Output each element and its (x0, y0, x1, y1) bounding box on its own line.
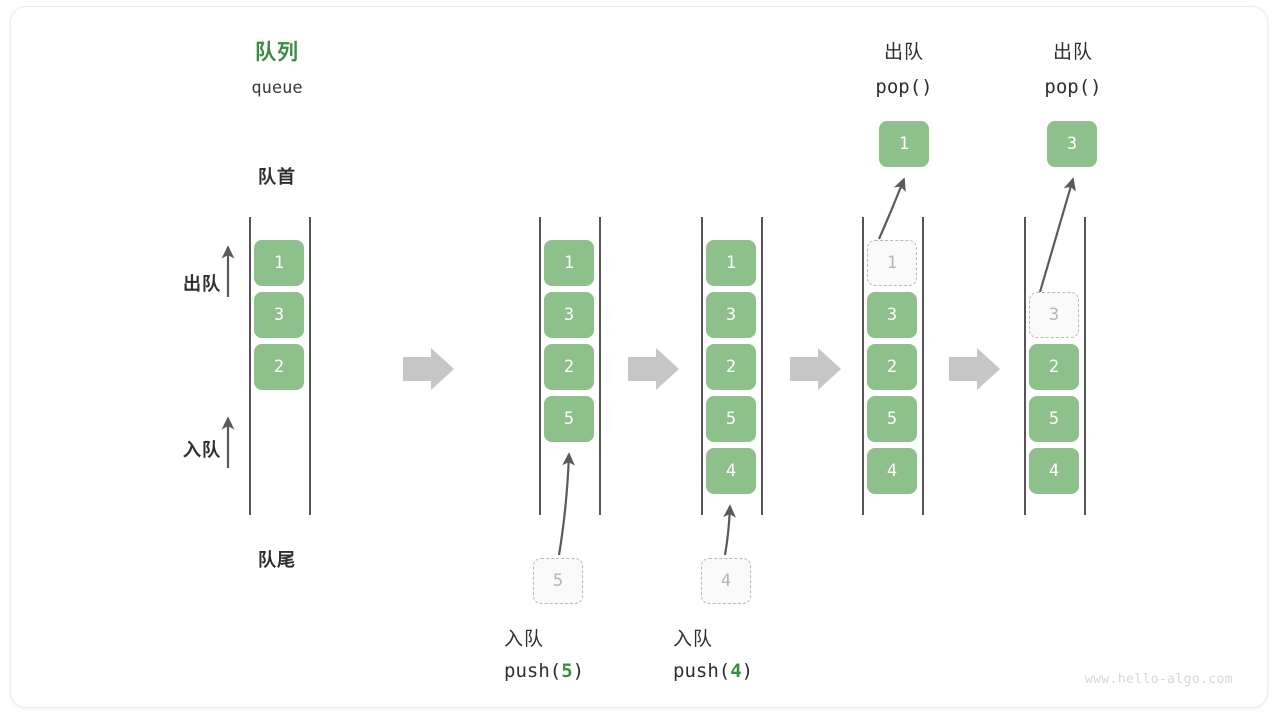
queue-element: 2 (254, 344, 304, 390)
incoming-element-ghost: 5 (533, 558, 583, 604)
push-arrow (723, 504, 736, 556)
queue-rail-right (599, 217, 601, 515)
queue-element-ghost: 1 (867, 240, 917, 286)
push-code-prefix: push( (673, 660, 731, 682)
pop-arrow-1-svg (877, 177, 906, 240)
diagram-card: 队列 queue 队首 队尾 出队 入队 1 3 2 1 (10, 6, 1268, 708)
flow-arrow-2-svg (628, 348, 679, 390)
queue-rail-left (539, 217, 541, 515)
push-code-suffix: ) (741, 660, 754, 682)
diagram-title-cn: 队列 (255, 40, 299, 64)
popped-element: 3 (1047, 121, 1097, 167)
flow-arrow-icon (403, 348, 454, 390)
queue-rail-right (922, 217, 924, 515)
pop-caption-code: pop() (1044, 76, 1102, 98)
queue-rail-right (761, 217, 763, 515)
queue-element: 3 (544, 292, 594, 338)
push-arrow (557, 452, 575, 556)
queue-element: 4 (706, 448, 756, 494)
queue-element: 1 (254, 240, 304, 286)
front-label: 队首 (258, 167, 296, 188)
queue-element: 5 (867, 396, 917, 442)
queue-element-ghost: 3 (1029, 292, 1079, 338)
queue-element: 4 (1029, 448, 1079, 494)
queue-rail-left (249, 217, 251, 515)
queue-element: 4 (867, 448, 917, 494)
queue-element: 5 (544, 396, 594, 442)
queue-rail-right (309, 217, 311, 515)
flow-arrow-icon (790, 348, 841, 390)
queue-element: 2 (544, 344, 594, 390)
queue-element: 5 (706, 396, 756, 442)
queue-rail-left (1024, 217, 1026, 515)
push-caption-code: push(5) (504, 659, 684, 684)
queue-element: 1 (706, 240, 756, 286)
push-code-prefix: push( (504, 660, 562, 682)
push-code-suffix: ) (572, 660, 585, 682)
queue-element: 2 (706, 344, 756, 390)
queue-rail-left (701, 217, 703, 515)
pop-caption-cn: 出队 (1052, 41, 1093, 63)
push-code-value: 4 (730, 660, 742, 682)
pop-arrow (877, 177, 906, 240)
flow-arrow-1-svg (403, 348, 454, 390)
queue-element: 3 (254, 292, 304, 338)
enqueue-label: 入队 (183, 440, 221, 461)
queue-element: 3 (706, 292, 756, 338)
queue-rail-right (1084, 217, 1086, 515)
queue-element: 3 (867, 292, 917, 338)
direction-arrows (221, 245, 235, 468)
pop-caption-cn: 出队 (883, 41, 924, 63)
queue-rail-left (862, 217, 864, 515)
queue-element: 2 (1029, 344, 1079, 390)
incoming-element-ghost: 4 (701, 558, 751, 604)
popped-element: 1 (879, 121, 929, 167)
pop-caption-code: pop() (875, 76, 933, 98)
flow-arrow-3-svg (790, 348, 841, 390)
push-caption-code: push(4) (673, 659, 853, 684)
flow-arrow-icon (949, 348, 1000, 390)
queue-element: 5 (1029, 396, 1079, 442)
diagram-title-en: queue (251, 78, 303, 98)
watermark: www.hello-algo.com (1084, 672, 1233, 687)
flow-arrow-icon (628, 348, 679, 390)
push-arrow-5-svg (557, 452, 575, 556)
push-caption-cn: 入队 (673, 628, 714, 650)
dequeue-label: 出队 (183, 274, 221, 295)
pop-arrow (1038, 177, 1076, 293)
push-code-value: 5 (561, 660, 573, 682)
rear-label: 队尾 (258, 550, 296, 571)
pop-arrow-3-svg (1038, 177, 1076, 293)
push-arrow-4-svg (723, 504, 736, 556)
push-caption-cn: 入队 (504, 628, 545, 650)
queue-element: 2 (867, 344, 917, 390)
queue-element: 1 (544, 240, 594, 286)
flow-arrow-4-svg (949, 348, 1000, 390)
